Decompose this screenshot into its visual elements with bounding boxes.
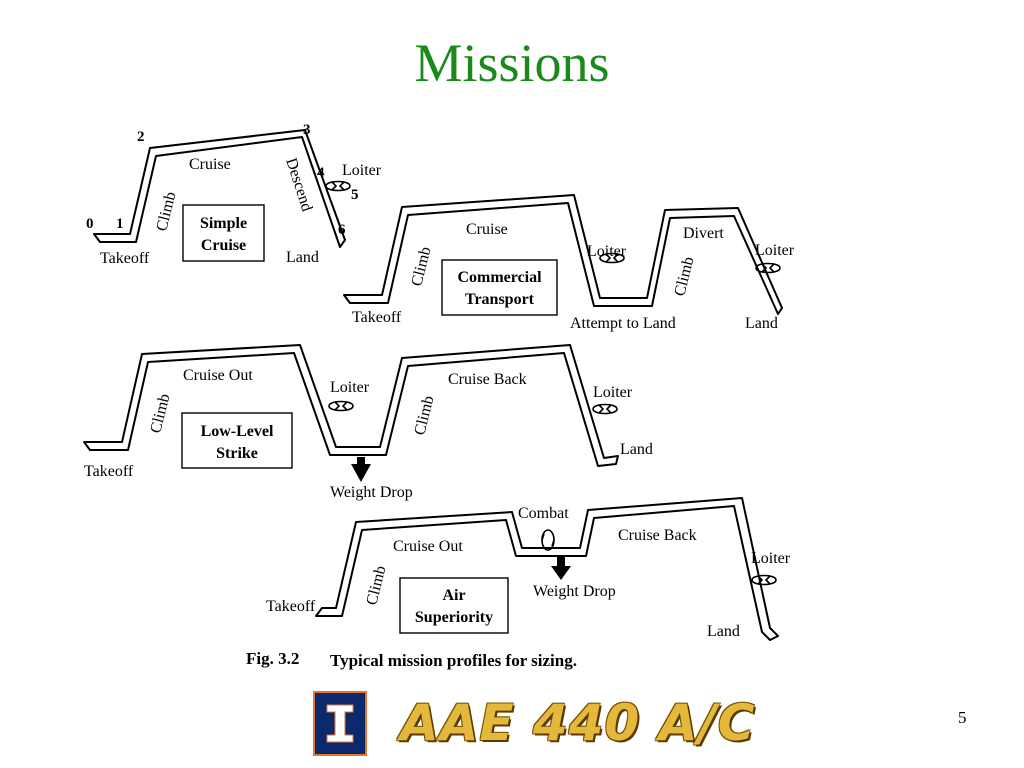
attempt-to-land-label: Attempt to Land [570,315,676,332]
divert-label: Divert [683,225,724,242]
air-superiority-profile: Takeoff Climb Cruise Out Combat Weight D… [266,497,791,641]
cruise-label: Cruise [189,156,231,173]
point-3-label: 3 [303,122,311,138]
commercial-transport-box-line2: Transport [465,291,535,308]
simple-cruise-path [93,129,346,248]
commercial-transport-box [441,259,558,316]
point-6-label: 6 [338,222,346,238]
land-label: Land [745,315,778,332]
air-superiority-path [315,497,779,641]
commercial-transport-box-line1: Commercial [457,269,542,286]
simple-cruise-box-line2: Cruise [201,237,246,254]
commercial-transport-profile: Takeoff Climb Cruise Loiter Attempt to L… [343,194,795,332]
simple-cruise-profile: 0 1 2 3 4 5 6 Takeoff Climb Cruise Desce… [86,122,382,267]
point-0-label: 0 [86,216,94,232]
low-level-strike-box [181,412,293,469]
weight-drop-arrow-icon [351,457,371,482]
air-superiority-box [399,577,509,634]
simple-cruise-box [182,204,265,262]
takeoff-label: Takeoff [100,250,150,267]
land-label: Land [707,623,740,640]
cruise-out-label: Cruise Out [393,538,463,555]
low-level-strike-path [83,344,619,467]
cruise-back-label: Cruise Back [448,371,527,388]
low-level-strike-box-line1: Low-Level [201,423,274,440]
mission-profiles-figure: 0 1 2 3 4 5 6 Takeoff Climb Cruise Desce… [83,122,795,670]
air-superiority-box-line2: Superiority [415,609,493,626]
climb-label-2: Climb [411,394,437,437]
commercial-transport-path [343,194,783,315]
point-5-label: 5 [351,187,359,203]
loiter-label: Loiter [751,550,791,567]
cruise-out-label: Cruise Out [183,367,253,384]
figure-caption-text: Typical mission profiles for sizing. [330,651,577,670]
weight-drop-label: Weight Drop [533,583,616,600]
climb-label-2: Climb [671,255,697,298]
loiter-label: Loiter [342,162,382,179]
descend-label: Descend [282,156,315,214]
slide-title: Missions [414,33,610,93]
takeoff-label: Takeoff [352,309,402,326]
combat-label: Combat [518,505,569,522]
figure-caption-number: Fig. 3.2 [246,649,299,668]
cruise-label: Cruise [466,221,508,238]
land-label: Land [286,249,319,266]
land-label: Land [620,441,653,458]
weight-drop-label: Weight Drop [330,484,413,501]
loiter-icon [328,400,354,412]
loiter-label-2: Loiter [755,242,795,259]
combat-loop-icon [541,529,555,551]
air-superiority-box-line1: Air [442,587,465,604]
low-level-strike-box-line2: Strike [216,445,258,462]
loiter-label: Loiter [330,379,370,396]
loiter-icon [325,180,351,192]
cruise-back-label: Cruise Back [618,527,697,544]
climb-label: Climb [153,190,179,233]
course-logo: AAE 440 A/C [400,694,756,752]
loiter-icon [592,403,618,415]
takeoff-label: Takeoff [266,598,316,615]
illinois-block-i-logo [313,691,367,756]
takeoff-label: Takeoff [84,463,134,480]
climb-label: Climb [147,392,173,435]
low-level-strike-profile: Takeoff Climb Cruise Out Loiter Weight D… [83,344,653,501]
point-4-label: 4 [317,165,325,181]
simple-cruise-box-line1: Simple [200,215,247,232]
loiter-label: Loiter [587,243,627,260]
climb-label: Climb [363,564,389,607]
climb-label: Climb [408,245,434,288]
weight-drop-arrow-icon [551,557,571,580]
page-number: 5 [958,708,967,727]
point-1-label: 1 [116,216,124,232]
loiter-label-2: Loiter [593,384,633,401]
point-2-label: 2 [137,129,145,145]
